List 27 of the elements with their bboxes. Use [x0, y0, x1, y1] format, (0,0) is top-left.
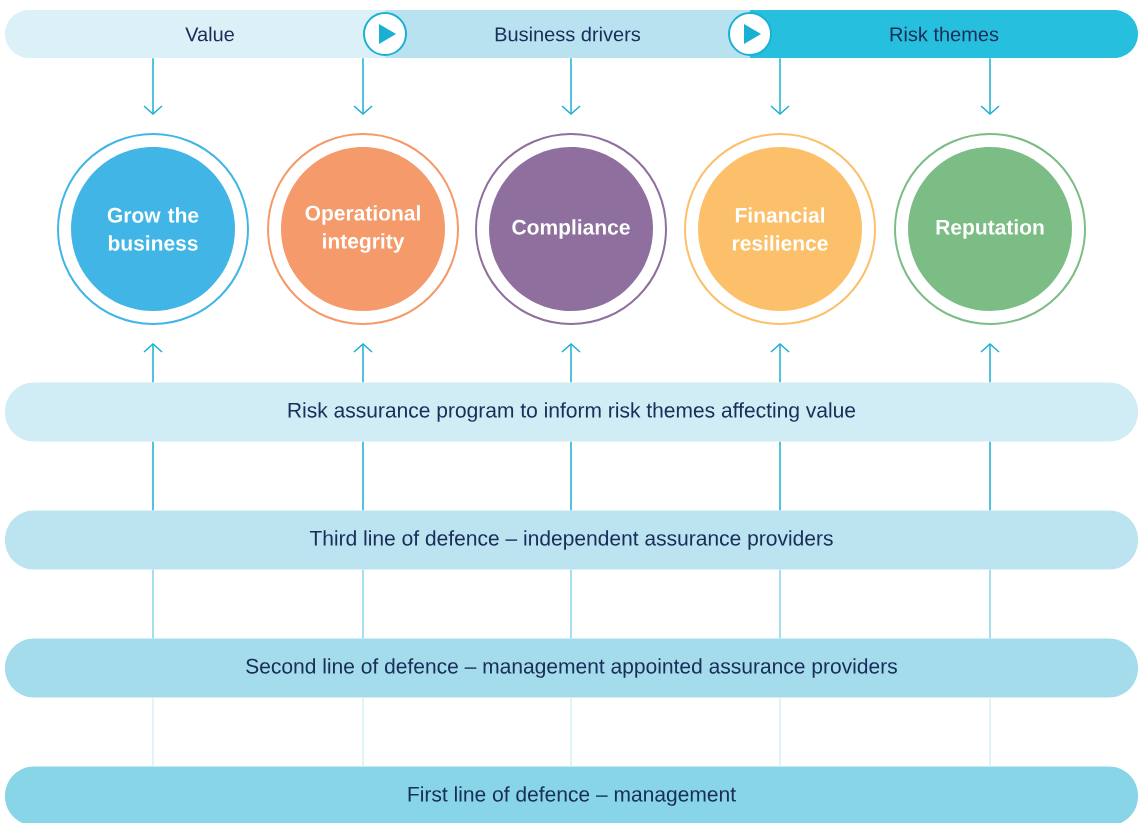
connector-line	[989, 440, 991, 512]
connector-line	[152, 568, 154, 640]
arrow	[561, 343, 581, 384]
arrow	[353, 57, 373, 115]
arrow	[561, 57, 581, 115]
top-bar-segment: Value	[5, 10, 385, 58]
top-bar-segment: Risk themes	[750, 10, 1138, 58]
connector-line	[152, 440, 154, 512]
connector-line	[362, 568, 364, 640]
arrow	[980, 343, 1000, 384]
arrow	[770, 343, 790, 384]
top-bar-segment: Business drivers	[385, 10, 750, 58]
connector-line	[362, 440, 364, 512]
arrow	[143, 57, 163, 115]
connector-line	[779, 568, 781, 640]
arrow	[980, 57, 1000, 115]
arrow	[143, 343, 163, 384]
connector-line	[779, 440, 781, 512]
band: Third line of defence – independent assurance providers	[5, 510, 1138, 570]
connector-line	[570, 568, 572, 640]
band: Risk assurance program to inform risk themes affecting value	[5, 382, 1138, 442]
band: Second line of defence – management appointed assurance providers	[5, 638, 1138, 698]
arrow	[353, 343, 373, 384]
connector-line	[570, 440, 572, 512]
band: First line of defence – management	[5, 766, 1138, 823]
connector-line	[989, 568, 991, 640]
arrow	[770, 57, 790, 115]
